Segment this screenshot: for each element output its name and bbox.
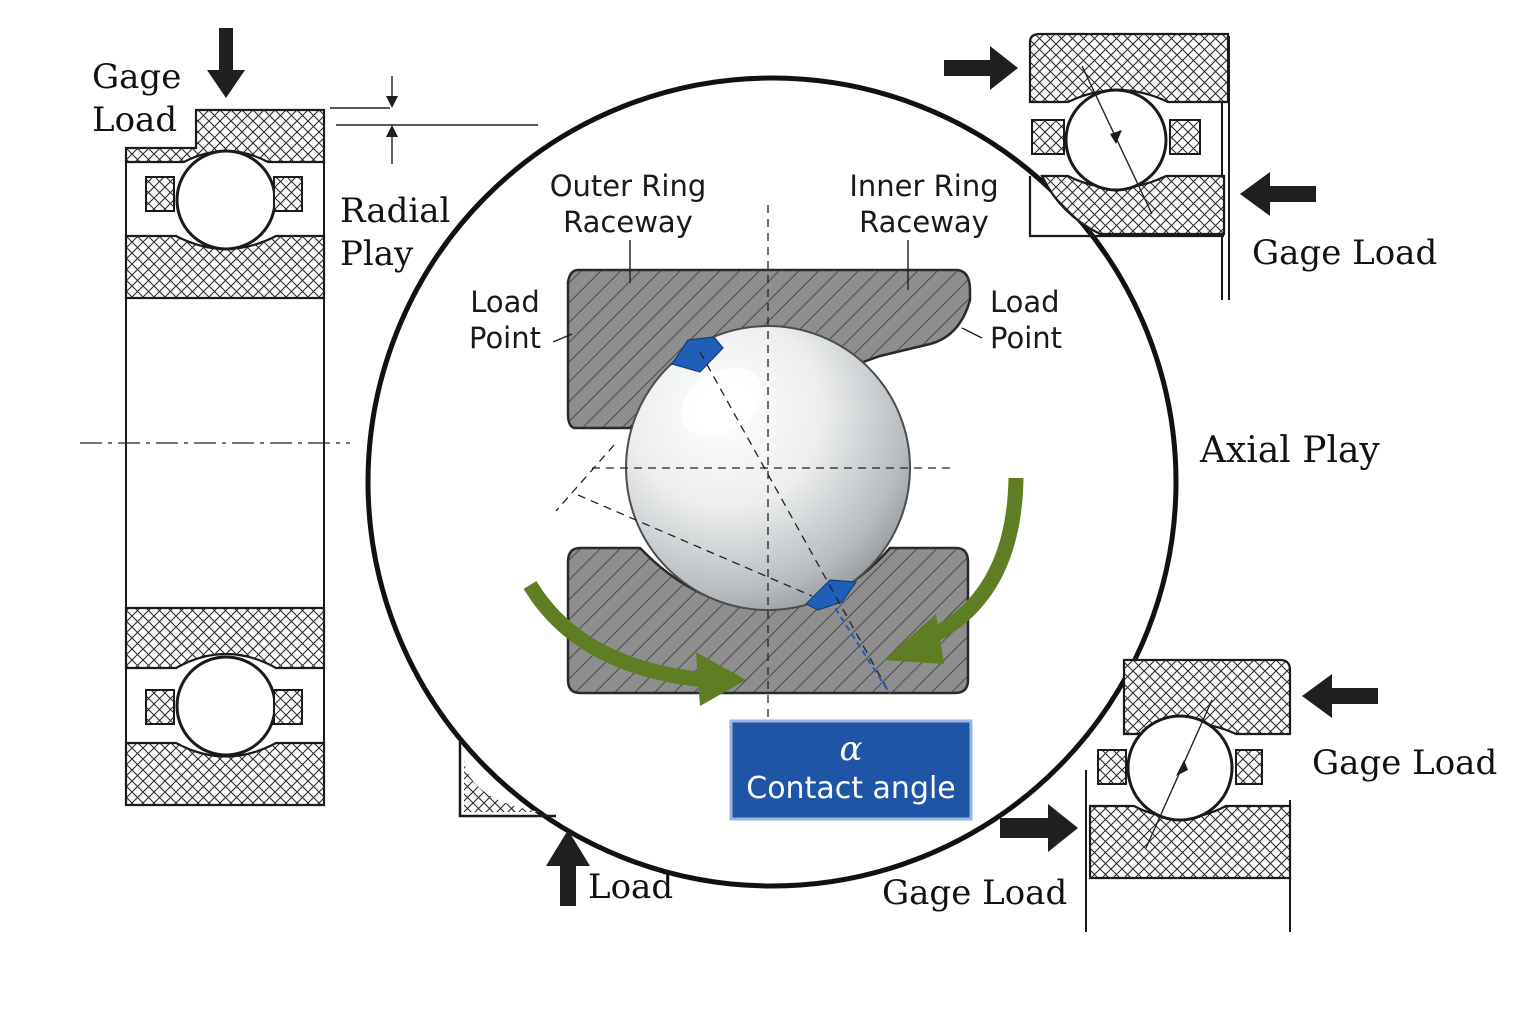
rotation-arrow-right-shaft [920,477,1024,647]
outer-ring-bottom [124,606,326,670]
top-right-arrow-right [944,46,1018,90]
load-point-right-leader [961,327,983,339]
load-corner-hatch [464,760,540,812]
inner-ring-raceway-line2: Raceway [859,205,989,239]
radial-play-arrow-bottom [386,125,398,137]
angle-construction-2 [577,494,813,597]
cage-top-left [145,176,175,212]
contact-angle-detail: Outer Ring Raceway Inner Ring Raceway Lo… [365,75,1179,889]
rotation-arrow-left-shaft [523,581,707,688]
load-point-left-leader [552,333,573,343]
ball-top [175,149,277,251]
alpha-symbol: α [840,729,863,769]
gage-load-bottom-right: Gage Load [1312,743,1497,783]
bottom-right-arrow-left [1302,674,1378,718]
inner-ring-raceway-line1: Inner Ring [849,169,998,203]
gage-load-top-right: Gage Load [1252,233,1437,273]
bottom-right-contact-arrow [1176,760,1188,776]
contact-line [699,351,891,695]
rotation-arrow-right-head [884,614,944,664]
radial-play-arrow-top [386,96,398,108]
axial-play-label: Axial Play [1199,430,1380,471]
gage-load-left-line1: Gage [92,57,181,97]
bottom-right-cage-right [1235,749,1263,785]
contact-patch-outer [671,336,724,373]
load-corner-section: Load [458,742,673,907]
contact-patch-inner [804,579,858,611]
bottom-right-arrow-right [1000,804,1078,852]
top-right-cage-left [1031,119,1065,155]
gage-load-bottom-center: Gage Load [882,873,1067,913]
cage-top-right [273,176,303,212]
contact-angle-label: Contact angle [746,771,956,806]
gage-load-left-line2: Load [92,100,177,140]
inner-ring-bottom [124,741,326,807]
load-label: Load [588,867,673,907]
angle-construction-1 [555,444,615,512]
load-point-left-line2: Point [469,321,541,355]
ball-bottom [175,655,277,757]
top-right-contact-arrow [1110,130,1122,144]
contact-angle-box [729,719,973,821]
top-right-arrow-left [1240,172,1316,216]
load-corner-outline [458,742,556,818]
load-point-right-line1: Load [990,285,1060,319]
gage-load-arrow-down [207,28,245,98]
outer-ring-raceway-line2: Raceway [563,205,693,239]
axial-bearing-bottom: Gage Load Gage Load [882,658,1497,932]
top-right-lower-outline [1028,176,1224,238]
radial-bearing-section: Gage Load Radial Play [80,28,538,807]
rotation-arrow-left-head [696,652,746,706]
outer-ring-raceway-line1: Outer Ring [550,169,707,203]
contact-line-blue [829,599,891,695]
cage-bottom-right [273,689,303,725]
bottom-right-cage-left [1097,749,1127,785]
load-arrow-up [546,830,590,906]
axial-bearing-top: Gage Load [944,32,1437,300]
ball-highlight [681,367,763,437]
radial-play-line2: Play [340,234,414,274]
cage-bottom-left [145,689,175,725]
top-right-cage-right [1169,119,1201,155]
top-right-outer-ring [1028,32,1230,104]
load-point-right-line2: Point [990,321,1062,355]
radial-play-line1: Radial [340,191,450,231]
load-point-left-line1: Load [470,285,540,319]
